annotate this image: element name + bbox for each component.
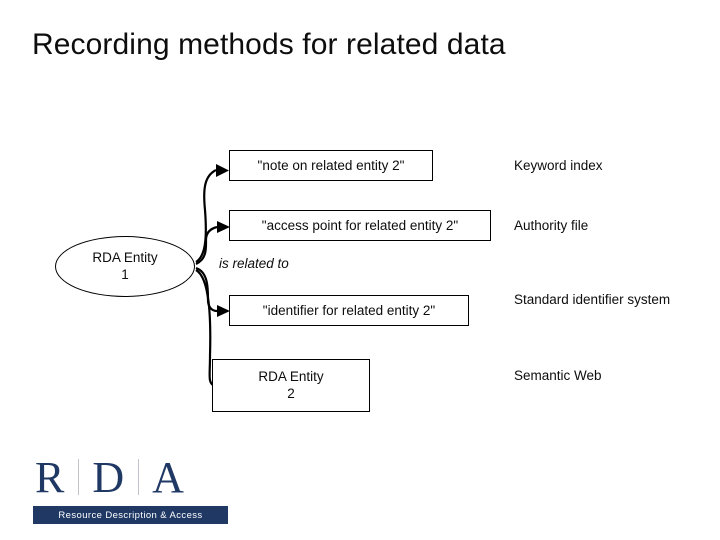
rda-entity-2-line2: 2 <box>287 385 295 401</box>
rda-logo: R D A Resource Description & Access <box>33 452 228 524</box>
rda-entity-1-line2: 1 <box>121 266 129 282</box>
rda-logo-letters: R D A <box>33 452 187 502</box>
rda-logo-separator-2 <box>138 459 140 495</box>
rda-logo-tagline: Resource Description & Access <box>33 506 228 524</box>
rda-entity-1-line1: RDA Entity <box>92 249 158 265</box>
arrowhead-note <box>216 164 229 177</box>
label-semantic-web: Semantic Web <box>514 368 602 383</box>
box-rda-entity-2: RDA Entity 2 <box>212 359 370 412</box>
rda-logo-letter-r: R <box>35 452 66 502</box>
rda-entity-2-line1: RDA Entity <box>258 368 324 384</box>
box-identifier-for-related-entity: "identifier for related entity 2" <box>229 295 469 326</box>
rda-logo-letter-a: A <box>152 452 185 502</box>
rda-logo-letter-d: D <box>92 452 126 502</box>
label-standard-identifier-system: Standard identifier system <box>514 292 671 307</box>
box-note-on-related-entity: "note on related entity 2" <box>229 150 433 181</box>
relation-label: is related to <box>219 256 289 271</box>
label-authority-file: Authority file <box>514 218 589 233</box>
page-title: Recording methods for related data <box>32 28 506 61</box>
label-keyword-index: Keyword index <box>514 158 603 173</box>
box-access-point-for-related-entity: "access point for related entity 2" <box>229 210 491 241</box>
rda-entity-1-node: RDA Entity 1 <box>55 236 195 297</box>
rda-logo-separator-1 <box>78 459 80 495</box>
